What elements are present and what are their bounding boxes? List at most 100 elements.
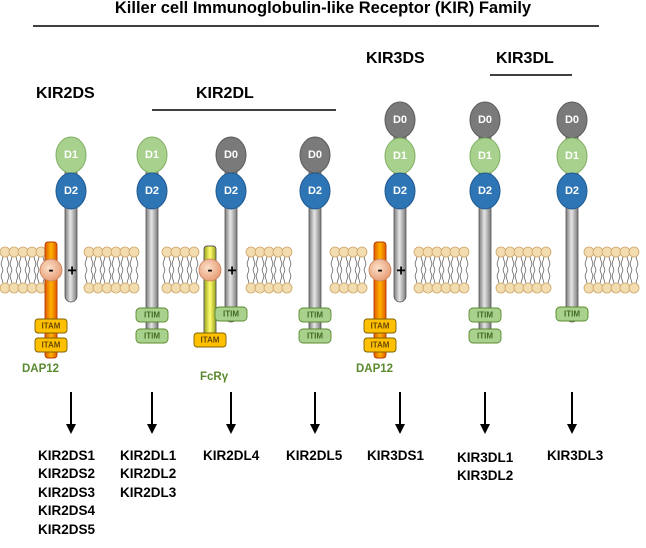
domain-d2 <box>384 172 416 210</box>
lipid-tail <box>273 256 277 271</box>
lipid-head <box>458 246 470 258</box>
lipid-tail <box>15 269 19 284</box>
lipid-head <box>17 282 29 294</box>
itim-motif <box>468 307 502 323</box>
domain-d0-label: D0 <box>393 114 407 126</box>
lipid-head <box>170 246 182 258</box>
lipid-tail <box>117 256 121 271</box>
lipid-tail <box>252 269 256 284</box>
domain-d2-label: D2 <box>393 185 407 197</box>
lipid-head <box>592 282 604 294</box>
lipid-head <box>619 246 631 258</box>
lipid-tail <box>279 256 283 271</box>
lipid-tail <box>348 256 352 271</box>
member-list-kir2dl4: KIR2DL4 <box>203 447 259 465</box>
member-kir2ds4: KIR2DS4 <box>38 503 96 519</box>
lipid-tail <box>339 269 343 284</box>
lipid-tail <box>99 269 103 284</box>
positive-charge: + <box>67 263 76 280</box>
lipid-head <box>26 282 38 294</box>
diagram-title: Killer cell Immunoglobulin-like Receptor… <box>114 0 532 17</box>
lipid-tail <box>177 269 181 284</box>
lipid-head <box>504 282 516 294</box>
lipid-head <box>458 282 470 294</box>
lipid-tail <box>177 256 181 271</box>
itam-label: ITAM <box>42 322 61 331</box>
lipid-tail <box>429 269 433 284</box>
lipid-head <box>83 246 95 258</box>
itam-motif <box>34 337 68 353</box>
itim-label: ITIM <box>144 311 160 320</box>
lipid-tail <box>511 256 515 271</box>
member-kir2ds2: KIR2DS2 <box>38 466 96 482</box>
member-list-kir2ds: KIR2DS1 KIR2DS2 KIR2DS3 KIR2DS4 KIR2DS5 <box>38 447 95 539</box>
lipid-tail <box>547 256 551 271</box>
itim-label: ITIM <box>477 311 493 320</box>
lipid-head <box>440 246 452 258</box>
lipid-head <box>338 282 350 294</box>
domain-d1-label: D1 <box>393 150 407 162</box>
lipid-tail <box>186 256 190 271</box>
domain-d0-label: D0 <box>308 149 322 161</box>
lipid-tail <box>617 269 621 284</box>
itim-label: ITIM <box>223 310 239 319</box>
signal-arrow-head <box>66 424 76 434</box>
lipid-tail <box>520 256 524 271</box>
lipid-tail <box>441 256 445 271</box>
lipid-tail <box>620 269 624 284</box>
lipid-head <box>413 282 425 294</box>
lipid-tail <box>108 269 112 284</box>
lipid-tail <box>24 269 28 284</box>
member-kir3ds1: KIR3DS1 <box>367 448 425 463</box>
lipid-tail <box>171 256 175 271</box>
lipid-tail <box>635 256 639 271</box>
itim-label: ITIM <box>477 332 493 341</box>
domain-d1-label: D1 <box>478 150 492 162</box>
lipid-tail <box>36 256 40 271</box>
member-list-kir3dl3: KIR3DL3 <box>547 447 603 465</box>
lipid-head <box>329 282 341 294</box>
lipid-head <box>101 282 113 294</box>
lipid-head <box>583 282 595 294</box>
lipid-tail <box>432 256 436 271</box>
lipid-tail <box>255 269 259 284</box>
lipid-head <box>431 246 443 258</box>
lipid-tail <box>593 256 597 271</box>
lipid-tail <box>547 269 551 284</box>
lipid-tail <box>171 269 175 284</box>
lipid-tail <box>599 269 603 284</box>
lipid-tail <box>502 256 506 271</box>
lipid-tail <box>465 256 469 271</box>
lipid-tail <box>135 269 139 284</box>
lipid-head <box>628 282 640 294</box>
lipid-tail <box>18 269 22 284</box>
lipid-tail <box>529 256 533 271</box>
lipid-tail <box>602 269 606 284</box>
lipid-tail <box>282 256 286 271</box>
lipid-tail <box>261 269 265 284</box>
lipid-tail <box>523 269 527 284</box>
lipid-tail <box>336 269 340 284</box>
domain-d1-label: D1 <box>64 149 78 161</box>
lipid-tail <box>90 269 94 284</box>
adapter-label-dap12-left: DAP12 <box>22 363 60 375</box>
lipid-tail <box>195 256 199 271</box>
lipid-tail <box>246 269 250 284</box>
lipid-tail <box>348 269 352 284</box>
lipid-head <box>119 246 131 258</box>
lipid-tail <box>261 256 265 271</box>
lipid-head <box>440 282 452 294</box>
lipid-tail <box>629 269 633 284</box>
lipid-tail <box>520 269 524 284</box>
member-list-kir2dl5: KIR2DL5 <box>286 447 342 465</box>
lipid-head <box>272 282 284 294</box>
member-kir2dl1: KIR2DL1 <box>120 448 177 463</box>
lipid-tail <box>345 256 349 271</box>
lipid-head <box>188 282 200 294</box>
lipid-tail <box>84 269 88 284</box>
lipid-head <box>92 282 104 294</box>
lipid-head <box>263 282 275 294</box>
lipid-tail <box>270 256 274 271</box>
lipid-tail <box>599 256 603 271</box>
